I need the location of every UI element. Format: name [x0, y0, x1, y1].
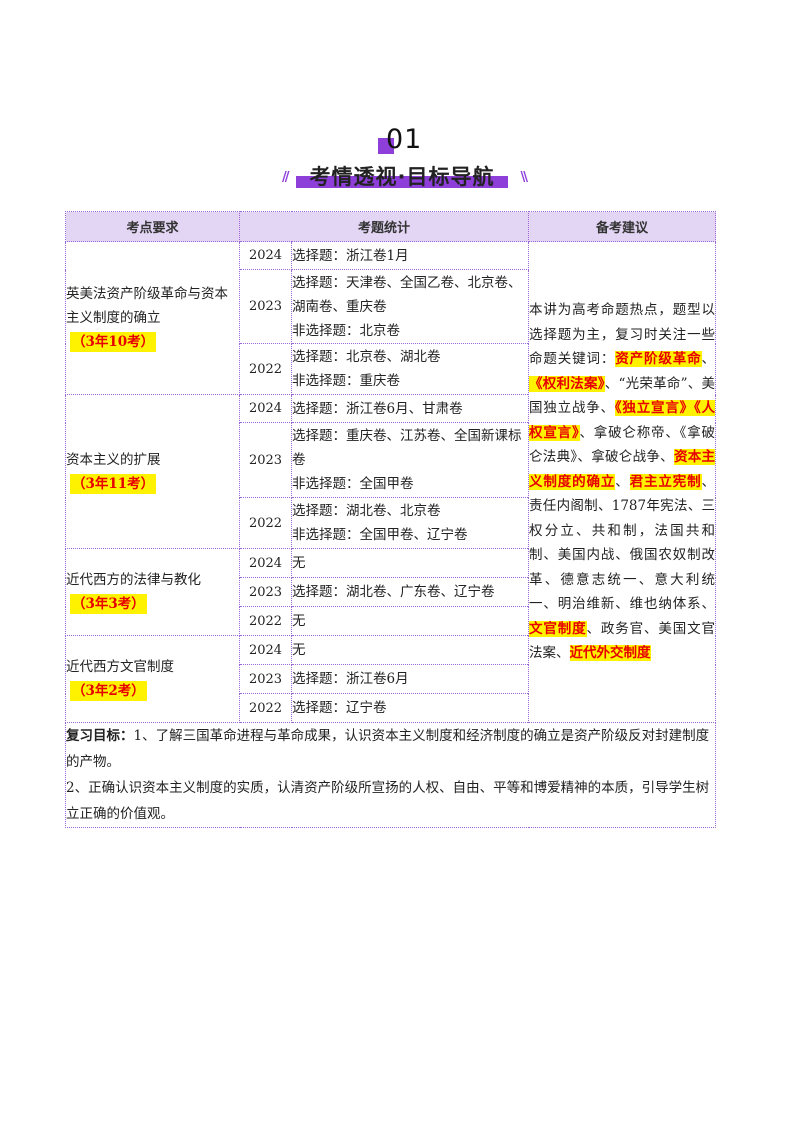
table-row: 资本主义的扩展 （3年11考） 2024 选择题：浙江卷6月、甘肃卷: [65, 394, 716, 549]
detail-line: 非选择题：全国甲卷、辽宁卷: [292, 527, 468, 543]
detail-line: 选择题：湖北卷、北京卷: [292, 503, 441, 519]
exam-count-badge: （3年3考）: [70, 594, 147, 614]
year-cell: 2024: [239, 394, 292, 423]
exam-count-badge: （3年10考）: [70, 332, 157, 352]
section-title: 考情透视·目标导航: [309, 165, 495, 189]
table-header-row: 考点要求 考题统计 备考建议: [65, 211, 717, 242]
title-underline-bar: [296, 176, 508, 188]
year-cell: 2024: [239, 548, 292, 578]
slash-decoration-left: //: [282, 170, 289, 185]
detail-line: 选择题：浙江卷6月、甘肃卷: [292, 400, 463, 417]
table-row: 2023 选择题：天津卷、全国乙卷、北京卷、湖南卷、重庆卷 非选择题：北京卷: [66, 269, 716, 344]
advice-text: 本讲为高考命题热点，题型以选择题为主，复习时关注一些命题关键词：: [529, 302, 716, 368]
goals-line-2: 2、正确认识资本主义制度的实质，认清资产阶级所宣扬的人权、自由、平等和博爱精神的…: [66, 780, 710, 822]
advice-cell: 本讲为高考命题热点，题型以选择题为主，复习时关注一些命题关键词：资产阶级革命、《…: [528, 241, 717, 723]
goals-label: 复习目标：: [66, 728, 134, 744]
detail-cell: 选择题：重庆卷、江苏卷、全国新课标卷 非选择题：全国甲卷: [290, 422, 530, 498]
detail-cell: 选择题：浙江卷6月: [290, 664, 530, 694]
advice-text: 、责任内阁制、1787年宪法、三权分立、共和制，法国共和制、美国内战、俄国农奴制…: [529, 473, 716, 613]
table-row: 2022 选择题：辽宁卷: [66, 693, 716, 723]
detail-line: 选择题：天津卷、全国乙卷、北京卷、湖南卷、重庆卷: [292, 274, 522, 315]
section-number-badge: 01: [372, 124, 432, 160]
topic-name: 英美法资产阶级革命与资本主义制度的确立: [66, 286, 228, 326]
table-row: 近代西方的法律与教化 （3年3考） 2024 无: [65, 548, 716, 636]
goals-line-1: 复习目标：1、了解三国革命进程与革命成果，认识资本主义制度和经济制度的确立是资产…: [66, 723, 715, 775]
topic-cell: 近代西方文官制度 （3年2考）: [65, 635, 240, 723]
detail-line: 无: [292, 555, 306, 571]
table-row: 英美法资产阶级革命与资本主义制度的确立 （3年10考） 2024 选择题：浙江卷…: [65, 241, 717, 723]
detail-cell: 选择题：北京卷、湖北卷 非选择题：重庆卷: [290, 343, 530, 395]
year-cell: 2024: [239, 635, 292, 665]
detail-cell: 无: [290, 606, 530, 636]
detail-line: 选择题：浙江卷1月: [292, 247, 409, 264]
table-row: 2023 选择题：湖北卷、广东卷、辽宁卷: [66, 577, 716, 607]
advice-keyword: 近代外交制度: [569, 645, 651, 662]
advice-keyword: 资产阶级革命: [615, 351, 702, 368]
advice-text: 、政务官、美国文官法案、: [529, 620, 716, 662]
exam-count-badge: （3年2考）: [70, 681, 147, 701]
year-cell: 2023: [239, 664, 292, 694]
goals-cell: 复习目标：1、了解三国革命进程与革命成果，认识资本主义制度和经济制度的确立是资产…: [64, 722, 717, 828]
number-accent-block: [378, 138, 394, 154]
advice-text: 、: [701, 351, 716, 368]
detail-cell: 选择题：湖北卷、广东卷、辽宁卷: [290, 577, 530, 607]
topic-cell: 英美法资产阶级革命与资本主义制度的确立 （3年10考）: [65, 241, 240, 395]
detail-line: 非选择题：全国甲卷: [292, 476, 414, 492]
advice-keyword: 君主立宪制: [629, 473, 702, 490]
detail-cell: 选择题：浙江卷1月: [290, 241, 530, 270]
detail-line: 无: [292, 613, 306, 629]
year-cell: 2022: [239, 497, 292, 549]
goals-text: 1、了解三国革命进程与革命成果，认识资本主义制度和经济制度的确立是资产阶级反对封…: [66, 728, 710, 770]
detail-cell: 选择题：天津卷、全国乙卷、北京卷、湖南卷、重庆卷 非选择题：北京卷: [290, 269, 530, 344]
topic-name: 资本主义的扩展: [66, 451, 161, 468]
section-header: 01 // 考情透视·目标导航 \\: [0, 0, 800, 200]
detail-line: 选择题：重庆卷、江苏卷、全国新课标卷: [292, 428, 522, 468]
year-cell: 2022: [239, 343, 292, 395]
table-row: 近代西方文官制度 （3年2考） 2024 无: [65, 635, 716, 723]
topic-name: 近代西方文官制度: [66, 659, 174, 675]
detail-line: 非选择题：重庆卷: [292, 373, 400, 389]
year-cell: 2024: [239, 241, 292, 270]
topic-cell: 资本主义的扩展 （3年11考）: [65, 394, 240, 549]
advice-text: 、拿破仑称帝、《拿破仑法典》、拿破仑战争、: [529, 424, 716, 466]
detail-line: 选择题：辽宁卷: [292, 700, 387, 716]
year-cell: 2022: [239, 693, 292, 723]
detail-cell: 无: [290, 548, 530, 578]
topic-name: 近代西方的法律与教化: [66, 572, 201, 588]
header-cell-requirements: 考点要求: [65, 211, 240, 242]
advice-text: 、: [615, 473, 630, 490]
exam-analysis-table: 考点要求 考题统计 备考建议 英美法资产阶级革命与资本主义制度的确立 （3年10…: [64, 211, 717, 828]
year-cell: 2023: [239, 269, 292, 344]
goals-row: 复习目标：1、了解三国革命进程与革命成果，认识资本主义制度和经济制度的确立是资产…: [64, 722, 717, 828]
detail-cell: 选择题：浙江卷6月、甘肃卷: [290, 394, 530, 423]
detail-line: 选择题：北京卷、湖北卷: [292, 349, 441, 365]
table-row: 2022 选择题：湖北卷、北京卷 非选择题：全国甲卷、辽宁卷: [66, 497, 716, 549]
header-cell-statistics: 考题统计: [238, 211, 530, 242]
detail-line: 无: [292, 642, 306, 658]
section-title-banner: // 考情透视·目标导航 \\: [282, 160, 528, 192]
year-cell: 2023: [239, 577, 292, 607]
advice-keyword: 文官制度: [529, 620, 587, 637]
detail-cell: 选择题：湖北卷、北京卷 非选择题：全国甲卷、辽宁卷: [290, 497, 530, 549]
detail-cell: 选择题：辽宁卷: [290, 693, 530, 723]
topic-cell: 近代西方的法律与教化 （3年3考）: [65, 548, 240, 636]
header-cell-advice: 备考建议: [528, 211, 717, 242]
year-cell: 2022: [239, 606, 292, 636]
slash-decoration-right: \\: [520, 170, 528, 185]
detail-line: 非选择题：北京卷: [292, 322, 400, 339]
detail-cell: 无: [290, 635, 530, 665]
detail-line: 选择题：湖北卷、广东卷、辽宁卷: [292, 584, 495, 600]
table-row: 2023 选择题：重庆卷、江苏卷、全国新课标卷 非选择题：全国甲卷: [66, 422, 716, 498]
table-row: 2022 选择题：北京卷、湖北卷 非选择题：重庆卷: [66, 343, 716, 395]
year-cell: 2023: [239, 422, 292, 498]
exam-count-badge: （3年11考）: [70, 473, 157, 494]
advice-keyword: 《权利法案》: [529, 375, 605, 392]
section-number: 01: [386, 124, 423, 155]
advice-text: 、“光荣革命”、美国独立战争、: [529, 375, 716, 417]
detail-line: 选择题：浙江卷6月: [292, 671, 409, 687]
table-row: 2022 无: [66, 606, 716, 636]
